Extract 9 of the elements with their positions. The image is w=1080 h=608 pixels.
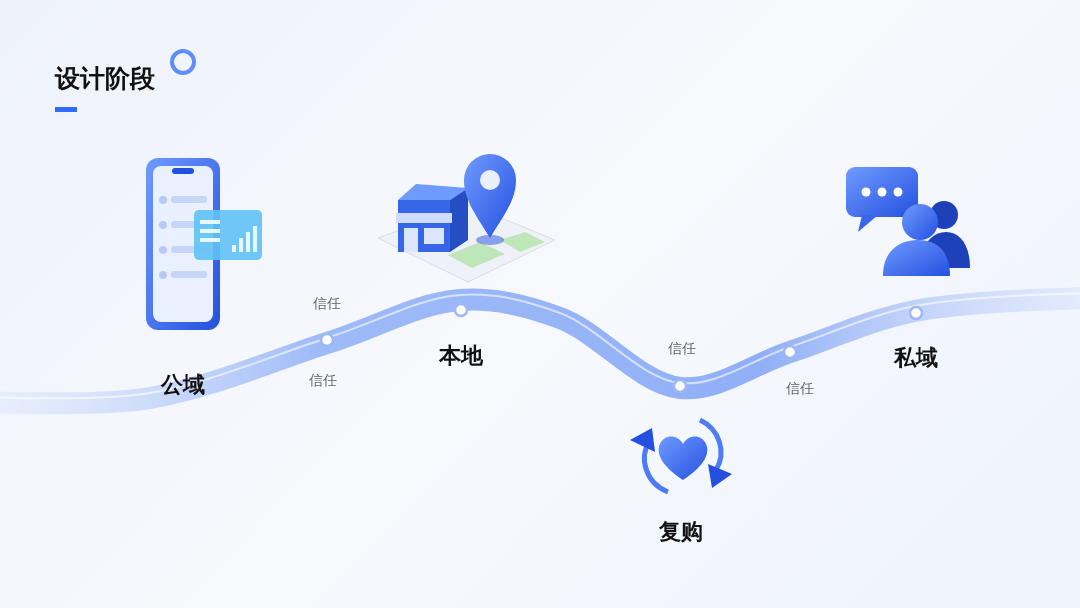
trust-label: 信任 [309, 372, 337, 390]
stage-label: 公域 [161, 370, 205, 400]
trust-label: 信任 [668, 340, 696, 358]
trust-label: 信任 [313, 295, 341, 313]
title: 设计阶段 [55, 63, 155, 95]
stage-label: 复购 [659, 517, 703, 547]
stage-label: 本地 [439, 341, 483, 371]
stage-label: 私域 [894, 343, 938, 373]
trust-label: 信任 [786, 380, 814, 398]
